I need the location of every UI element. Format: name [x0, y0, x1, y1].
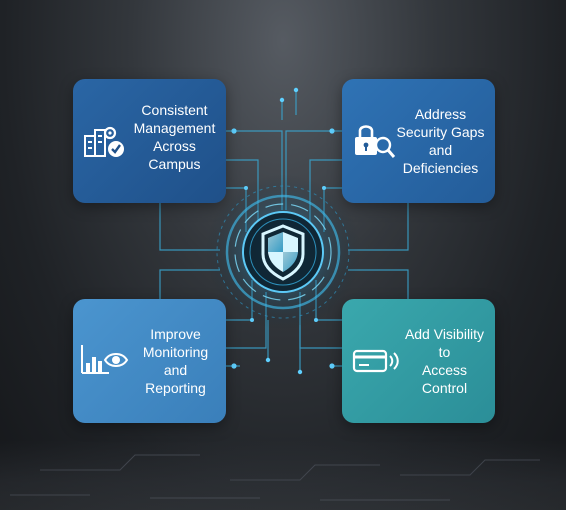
card-label: Improve Monitoring and Reporting [142, 326, 209, 396]
floor-circuit-pattern [10, 454, 540, 501]
floor-glow [0, 440, 566, 510]
card-label: Consistent Management Across Campus [133, 102, 216, 172]
card-add-visibility: Add Visibility to Access Control [342, 299, 495, 423]
shield-icon [261, 224, 305, 281]
lock-magnifier-icon [352, 121, 396, 161]
card-label: Address Security Gaps and Deficiencies [396, 106, 485, 176]
connector-lines [159, 90, 409, 372]
card-address-security-gaps: Address Security Gaps and Deficiencies [342, 79, 495, 203]
card-consistent-management: Consistent Management Across Campus [73, 79, 226, 203]
card-label: Add Visibility to Access Control [404, 326, 485, 396]
building-gear-check-icon [83, 124, 125, 160]
card-improve-monitoring: Improve Monitoring and Reporting [73, 299, 226, 423]
card-contactless-icon [352, 347, 402, 375]
chart-eye-icon [79, 343, 129, 377]
